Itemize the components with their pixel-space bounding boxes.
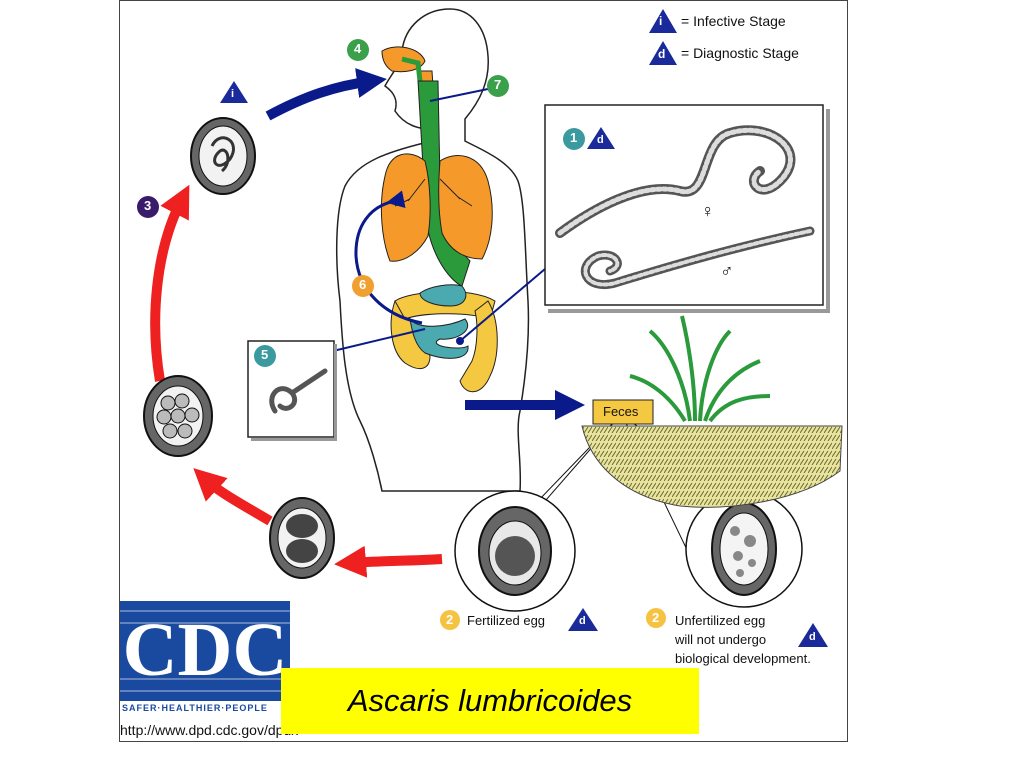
diagram-title: Ascaris lumbricoides (347, 683, 633, 718)
step-circle-2a (440, 610, 460, 630)
step-number-3: 3 (144, 198, 152, 213)
stage-d-marker-3: d (809, 631, 816, 643)
larva-inset (247, 340, 337, 441)
unfertilized-line-3: biological development. (675, 651, 811, 666)
soil-and-grass (581, 315, 843, 508)
development-arrows (150, 184, 443, 578)
step-number-2b: 2 (652, 610, 660, 625)
step-number-4: 4 (354, 41, 362, 56)
egg-infective (190, 117, 256, 195)
legend-diagnostic-symbol: d (658, 47, 666, 61)
step-number-5: 5 (261, 347, 269, 362)
step-circle-2b (646, 608, 666, 628)
adult-worms-inset (544, 104, 830, 313)
step-circle-7 (487, 75, 509, 97)
step-circle-4 (347, 39, 369, 61)
title-banner: Ascaris lumbricoides (281, 668, 699, 734)
legend-infective-label: = Infective Stage (681, 13, 786, 29)
egg-two-cell (269, 497, 335, 579)
source-url[interactable]: http://www.dpd.cdc.gov/dpdx (120, 722, 299, 738)
step-number-1: 1 (570, 130, 578, 145)
lifecycle-artwork (137, 8, 843, 647)
feces-label: Feces (603, 404, 639, 419)
stage-d-marker-2: d (579, 615, 586, 627)
stage-d-marker-1: d (597, 134, 604, 146)
fertilized-egg-circle (454, 420, 616, 612)
step-number-2a: 2 (446, 612, 454, 627)
female-symbol: ♀ (701, 201, 715, 221)
legend-infective-symbol: i (659, 14, 663, 28)
step-circle-6 (352, 275, 374, 297)
male-symbol: ♂ (720, 261, 734, 281)
cdc-tagline: SAFER·HEALTHIER·PEOPLE (122, 703, 268, 713)
step-circle-1 (563, 128, 585, 150)
legend-diagnostic-label: = Diagnostic Stage (681, 45, 799, 61)
transmission-arrows (265, 68, 585, 420)
unfertilized-line-2: will not undergo (675, 632, 767, 647)
step-circle-5 (254, 345, 276, 367)
unfertilized-line-1: Unfertilized egg (675, 613, 766, 628)
triangle-icon (220, 9, 828, 647)
unfertilized-egg-circle (624, 420, 803, 608)
cdc-logo (120, 601, 290, 719)
organs (380, 46, 493, 287)
stage-i-marker: i (231, 88, 235, 100)
step-number-7: 7 (494, 77, 502, 92)
step-circle-3 (137, 196, 159, 218)
cdc-logo-text: CDC (122, 608, 288, 692)
fertilized-egg-label: Fertilized egg (467, 613, 546, 628)
egg-multicell (143, 375, 213, 457)
step-number-6: 6 (359, 277, 367, 292)
